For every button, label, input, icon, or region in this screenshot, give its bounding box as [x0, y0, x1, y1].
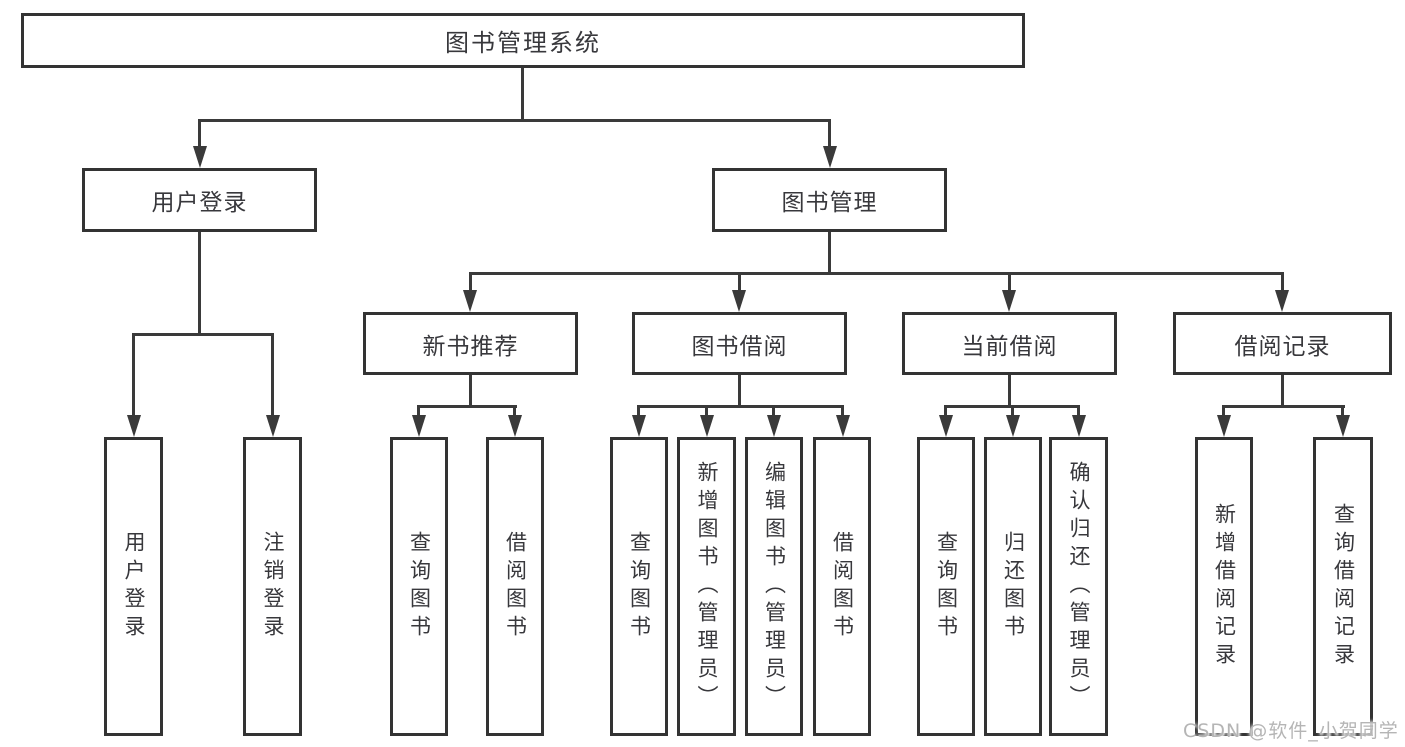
connector-line [1077, 405, 1080, 417]
connector-line [198, 119, 201, 150]
node-root: 图书管理系统 [21, 13, 1025, 68]
connector-arrowhead [732, 290, 746, 312]
csdn-watermark: CSDN @软件_小贺同学 [1183, 720, 1399, 742]
connector-arrowhead [836, 415, 850, 437]
node-borrow-record: 借阅记录 [1173, 312, 1392, 375]
connector-line [521, 68, 524, 121]
connector-line [637, 405, 844, 408]
connector-line [469, 272, 472, 292]
leaf-return-book-label: 归还图书 [1001, 530, 1026, 643]
node-current-borrow-label: 当前借阅 [961, 333, 1058, 360]
connector-line [738, 375, 741, 408]
connector-arrowhead [508, 415, 522, 437]
connector-arrowhead [700, 415, 714, 437]
connector-line [944, 405, 947, 417]
node-book-borrow: 图书借阅 [632, 312, 847, 375]
connector-line [1008, 375, 1011, 408]
node-new-book-recommend: 新书推荐 [363, 312, 578, 375]
connector-line [132, 333, 274, 336]
connector-line [738, 272, 741, 292]
connector-line [469, 375, 472, 408]
connector-line [828, 232, 831, 275]
connector-arrowhead [1006, 415, 1020, 437]
leaf-query-book-recommend: 查询图书 [390, 437, 448, 736]
connector-arrowhead [1002, 290, 1016, 312]
leaf-logout: 注销登录 [243, 437, 302, 736]
leaf-confirm-return-admin: 确认归还（管理员） [1049, 437, 1108, 736]
connector-arrowhead [266, 415, 280, 437]
connector-line [1281, 375, 1284, 408]
leaf-add-book-admin: 新增图书（管理员） [677, 437, 736, 736]
connector-arrowhead [632, 415, 646, 437]
connector-line [1011, 405, 1014, 417]
leaf-borrow-book-recommend: 借阅图书 [486, 437, 544, 736]
connector-line [1281, 272, 1284, 292]
connector-line [1222, 405, 1345, 408]
connector-arrowhead [127, 415, 141, 437]
node-user-login: 用户登录 [82, 168, 317, 232]
connector-line [841, 405, 844, 417]
connector-line [1222, 405, 1225, 417]
leaf-add-borrow-record: 新增借阅记录 [1195, 437, 1253, 736]
connector-arrowhead [412, 415, 426, 437]
connector-line [637, 405, 640, 417]
leaf-borrow-book-label: 借阅图书 [830, 530, 855, 643]
connector-line [417, 405, 420, 417]
leaf-return-book: 归还图书 [984, 437, 1042, 736]
node-user-login-label: 用户登录 [151, 190, 248, 216]
connector-arrowhead [1275, 290, 1289, 312]
connector-line [828, 119, 831, 150]
connector-line [469, 272, 1284, 275]
leaf-query-book-recommend-label: 查询图书 [407, 530, 432, 643]
leaf-user-login: 用户登录 [104, 437, 163, 736]
connector-arrowhead [1072, 415, 1086, 437]
connector-arrowhead [767, 415, 781, 437]
connector-line [513, 405, 516, 417]
connector-arrowhead [939, 415, 953, 437]
leaf-query-borrow-record: 查询借阅记录 [1313, 437, 1373, 736]
connector-arrowhead [1217, 415, 1231, 437]
leaf-edit-book-admin-label: 编辑图书（管理员） [762, 460, 787, 713]
connector-line [417, 405, 517, 408]
connector-arrowhead [463, 290, 477, 312]
connector-line [132, 333, 135, 417]
node-book-management: 图书管理 [712, 168, 947, 232]
connector-line [198, 119, 831, 122]
leaf-add-borrow-record-label: 新增借阅记录 [1212, 502, 1237, 671]
node-borrow-record-label: 借阅记录 [1234, 333, 1331, 360]
leaf-confirm-return-admin-label: 确认归还（管理员） [1067, 460, 1091, 713]
leaf-query-book-current-label: 查询图书 [934, 530, 959, 643]
leaf-add-book-admin-label: 新增图书（管理员） [695, 460, 719, 713]
connector-line [271, 333, 274, 417]
leaf-query-book-current: 查询图书 [917, 437, 975, 736]
leaf-query-borrow-record-label: 查询借阅记录 [1331, 502, 1356, 671]
connector-line [705, 405, 708, 417]
leaf-user-login-label: 用户登录 [122, 530, 146, 643]
connector-line [1341, 405, 1344, 417]
leaf-query-book-borrow: 查询图书 [610, 437, 668, 736]
node-book-borrow-label: 图书借阅 [691, 333, 788, 360]
leaf-edit-book-admin: 编辑图书（管理员） [745, 437, 803, 736]
node-new-book-recommend-label: 新书推荐 [422, 333, 519, 360]
leaf-borrow-book-recommend-label: 借阅图书 [503, 530, 528, 643]
node-book-management-label: 图书管理 [781, 190, 878, 216]
leaf-query-book-borrow-label: 查询图书 [627, 530, 652, 643]
leaf-logout-label: 注销登录 [261, 530, 285, 643]
connector-arrowhead [823, 146, 837, 168]
connector-arrowhead [193, 146, 207, 168]
node-current-borrow: 当前借阅 [902, 312, 1117, 375]
connector-line [772, 405, 775, 417]
leaf-borrow-book: 借阅图书 [813, 437, 871, 736]
connector-line [198, 232, 201, 336]
connector-arrowhead [1336, 415, 1350, 437]
connector-line [1008, 272, 1011, 292]
node-root-label: 图书管理系统 [445, 29, 601, 57]
